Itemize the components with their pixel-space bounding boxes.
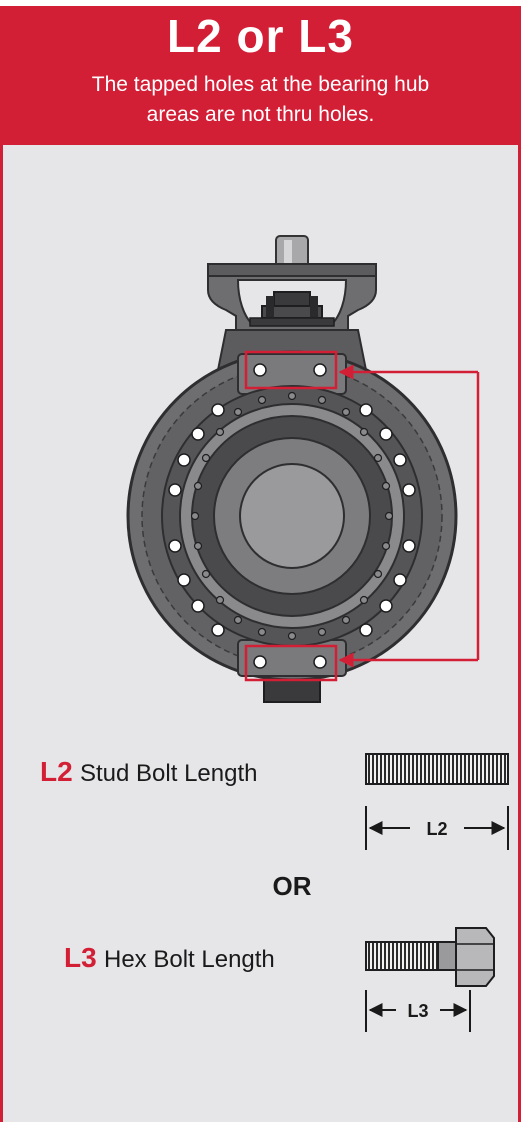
callout-box-icon <box>244 644 338 682</box>
l2-dimension-label: L2 <box>426 819 447 839</box>
l2-dimension-line <box>365 806 509 850</box>
header-banner: L2 or L3 The tapped holes at the bearing… <box>3 6 518 145</box>
stud-bolt-icon <box>365 753 509 785</box>
page-title: L2 or L3 <box>167 10 354 62</box>
page-subtitle: The tapped holes at the bearing hub area… <box>91 73 430 126</box>
or-separator: OR <box>273 871 312 901</box>
l2-code: L2 <box>40 756 73 787</box>
l3-label: Hex Bolt Length <box>104 946 275 973</box>
callout-box-icon <box>244 350 338 390</box>
callout-arrow-icon <box>338 364 480 668</box>
butterfly-valve-icon <box>126 235 458 703</box>
hex-bolt-icon <box>365 927 495 987</box>
l3-dimension-label: L3 <box>407 1001 428 1021</box>
l3-code: L3 <box>64 942 97 973</box>
l2-label: Stud Bolt Length <box>80 760 257 787</box>
l3-dimension-line <box>365 990 471 1032</box>
